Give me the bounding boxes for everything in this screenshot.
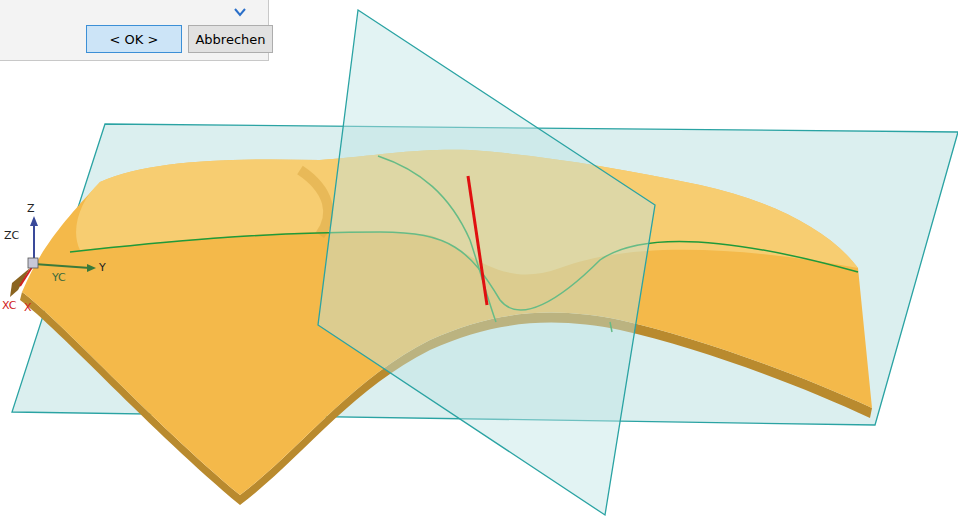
axis-label: ZC [4,230,19,242]
dialog-button: Abbrechen [188,25,273,53]
dialog-button: < OK > [86,25,182,53]
datum-plane [318,10,655,515]
button-label: < OK > [110,32,159,47]
button-label: Abbrechen [195,32,265,47]
axis-label: YC [52,272,66,284]
surface-shade [300,170,328,235]
y-axis [34,264,90,268]
axis-label: XC [2,300,16,312]
axis-label: X [24,302,32,314]
intersection-line [468,176,487,305]
surface-end [10,268,30,297]
axis-label: Y [99,262,106,274]
axis-label: Z [27,203,35,215]
